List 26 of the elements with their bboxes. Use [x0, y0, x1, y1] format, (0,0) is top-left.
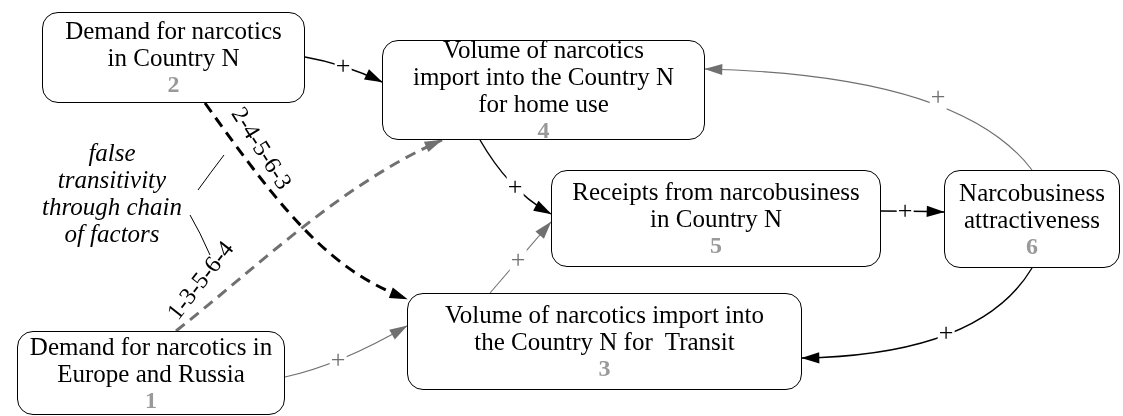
- factor-box: [17, 331, 285, 415]
- arrow: [704, 64, 1033, 171]
- arrow: [175, 138, 443, 333]
- factor-box: [42, 12, 305, 103]
- arrow: [203, 102, 408, 301]
- factor-number: 5: [710, 232, 722, 259]
- factor-label: Receipts from narcobusiness in Country N: [571, 178, 861, 233]
- factor-label: false transitivity through chain of factors: [40, 139, 182, 247]
- polarity-label: +: [509, 247, 527, 273]
- factor-number: 3: [598, 355, 611, 382]
- factor-number: 1: [145, 386, 157, 414]
- factor-number: 2: [167, 71, 180, 98]
- factor-label: Volume of narcotics import into the Country N for home use: [411, 36, 676, 118]
- factor-number: 4: [537, 117, 550, 144]
- factor-box: [551, 170, 881, 267]
- leader-line: [189, 214, 211, 256]
- factor-box: [382, 40, 705, 140]
- factor-box: [407, 293, 802, 390]
- arrow: [801, 267, 1033, 364]
- leader-line: [197, 154, 225, 191]
- factor-label: Demand for narcotics in Country N: [64, 17, 283, 72]
- factor-box: [944, 170, 1120, 268]
- factor-label: Volume of narcotics import into the Country N for Transit: [444, 301, 765, 356]
- factor-label: Demand for narcotics in Europe and Russia: [28, 332, 274, 387]
- factor-number: 6: [1026, 232, 1038, 260]
- factor-label: Narcobusiness attractiveness: [958, 178, 1106, 233]
